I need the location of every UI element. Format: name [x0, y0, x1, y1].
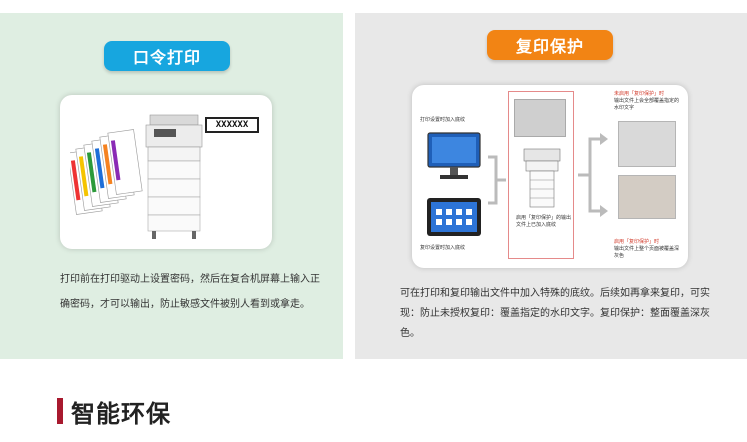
- password-mask-box: XXXXXX: [205, 117, 259, 133]
- monitor-icon: [427, 132, 481, 179]
- section-title: 智能环保: [71, 399, 171, 428]
- split-arrows-icon: [578, 133, 608, 217]
- label-bottom-black: 输出文件上整个页面被覆盖深灰色: [614, 246, 680, 259]
- password-print-title: 口令打印: [104, 41, 230, 71]
- connector-arrows-icon: [488, 155, 506, 205]
- label-bottom-red: 启用「复印保护」时: [614, 239, 660, 245]
- label-tablet: 复印设置时加入底纹: [420, 245, 466, 251]
- copy-protection-title: 复印保护: [487, 30, 613, 60]
- watermark-output-sample: [618, 121, 676, 167]
- watermark-sample: [514, 99, 566, 137]
- label-top-black: 输出文件上会全部覆盖指定的水印文字: [614, 98, 680, 111]
- printer-icon: [145, 114, 203, 239]
- label-center: 启用「复印保护」的输出文件上已加入底纹: [516, 215, 572, 228]
- password-print-panel: 口令打印: [0, 13, 343, 359]
- label-top-red: 未启用「复印保护」时: [614, 91, 665, 97]
- gray-output-sample: [618, 175, 676, 219]
- tablet-icon: [427, 198, 481, 236]
- center-printer-icon: [523, 148, 561, 208]
- section-heading: 智能环保: [57, 396, 171, 428]
- copy-protection-diagram: 打印设置时加入底纹 复印设置时加入底纹 启用「复印保护」的输出文件上已加入底纹: [412, 85, 688, 268]
- password-print-description: 打印前在打印驱动上设置密码，然后在复合机屏幕上输入正确密码，才可以输出，防止敏感…: [60, 274, 320, 310]
- label-pc: 打印设置时加入底纹: [420, 117, 466, 123]
- center-frame: [508, 91, 574, 259]
- password-print-illustration: XXXXXX: [60, 95, 272, 249]
- copy-protection-panel: 复印保护 打印设置时加入底纹 复印设置时加入底纹 启用「复印保护」的输出文件: [355, 13, 747, 359]
- document-stack-icon: [70, 129, 143, 215]
- section-accent-bar: [57, 398, 63, 424]
- copy-protection-description: 可在打印和复印输出文件中加入特殊的底纹。后续如再拿来复印，可实现：防止未授权复印…: [400, 288, 710, 339]
